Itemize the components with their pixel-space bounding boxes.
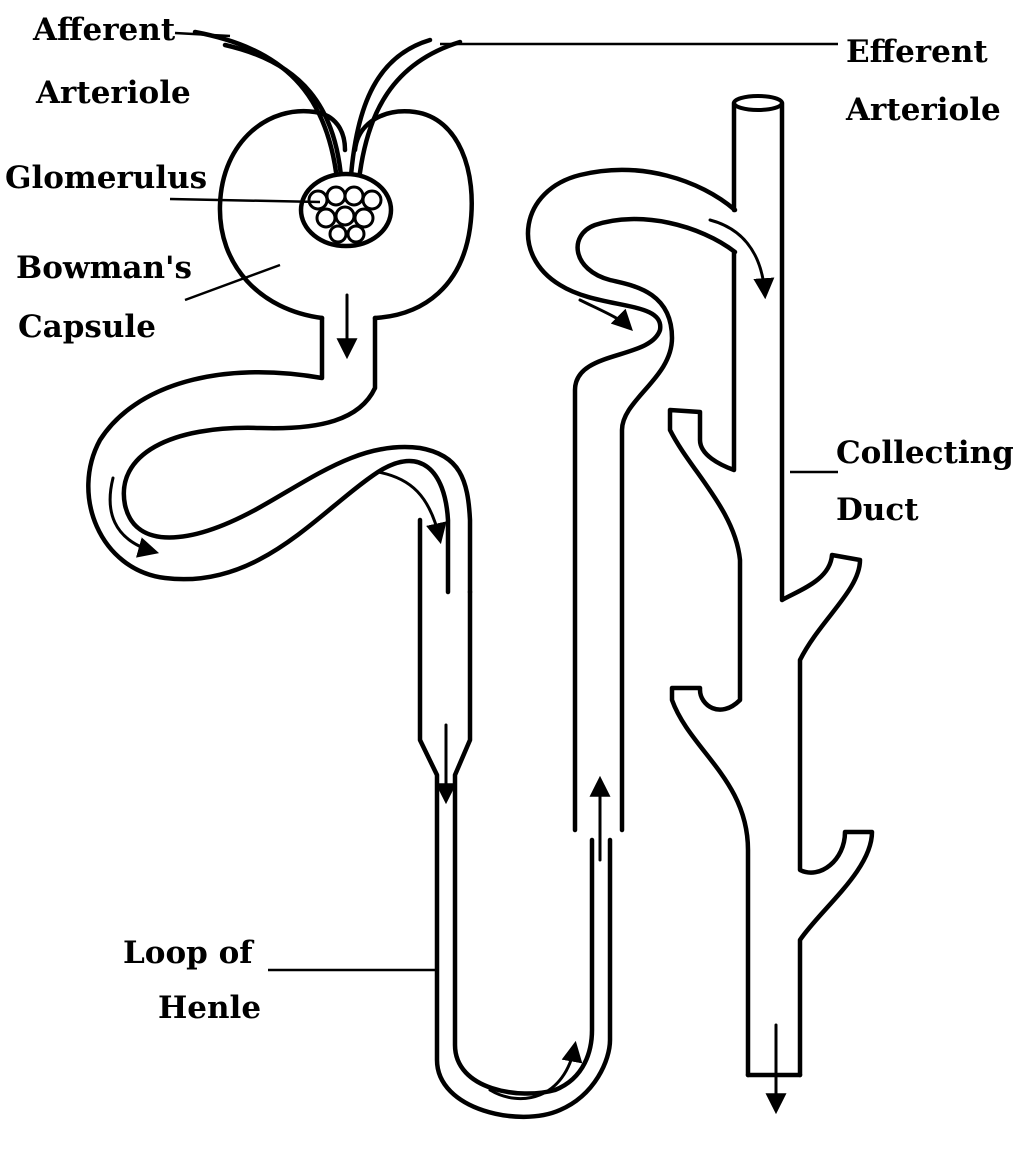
label-glomerulus: Glomerulus (5, 160, 207, 196)
labels: Afferent Arteriole Efferent Arteriole Gl… (5, 12, 1013, 1026)
collecting-duct (667, 94, 875, 1078)
label-bowmans-line2: Capsule (18, 309, 156, 345)
label-efferent-line1: Efferent (846, 34, 988, 70)
distal-convoluted-tubule (525, 167, 738, 833)
label-loop-line1: Loop of (123, 935, 254, 971)
proximal-convoluted-tubule (86, 315, 473, 595)
leader-lines (169, 31, 838, 972)
flow-arrows (108, 218, 787, 1115)
bowmans-capsule (217, 108, 474, 321)
efferent-arteriole (347, 37, 463, 193)
label-afferent-line2: Arteriole (35, 75, 191, 111)
loop-of-henle (417, 517, 613, 1119)
label-collecting-line1: Collecting (836, 435, 1013, 471)
glomerulus (298, 171, 394, 249)
label-collecting-line2: Duct (836, 492, 919, 528)
afferent-arteriole (192, 29, 345, 193)
label-afferent-line1: Afferent (32, 12, 176, 48)
label-efferent-line2: Arteriole (845, 92, 1001, 128)
label-loop-line2: Henle (158, 990, 261, 1026)
label-bowmans-line1: Bowman's (16, 250, 192, 286)
